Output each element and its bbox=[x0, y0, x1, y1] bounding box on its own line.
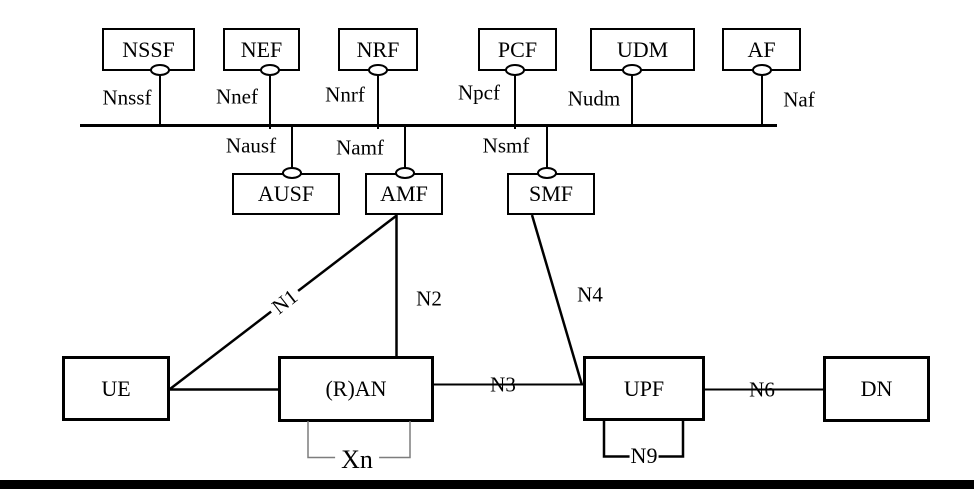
nf-label-pcf: PCF bbox=[497, 36, 538, 62]
node-label-ran: (R)AN bbox=[325, 376, 387, 401]
node-box-ran: (R)AN bbox=[278, 356, 434, 422]
node-label-upf: UPF bbox=[623, 375, 665, 401]
nf-box-af: AF bbox=[722, 28, 801, 71]
nf-label-af: AF bbox=[747, 36, 776, 62]
nf-label-nef: NEF bbox=[240, 36, 283, 62]
iface-label-nnrf: Nnrf bbox=[325, 82, 365, 107]
n4-link-line bbox=[530, 214, 584, 386]
nf-box-nef: NEF bbox=[223, 28, 300, 71]
nf-box-nrf: NRF bbox=[338, 28, 418, 71]
nf-label-smf: SMF bbox=[528, 181, 574, 206]
ref-label-n1: N1 bbox=[265, 283, 305, 321]
iface-label-nudm: Nudm bbox=[567, 86, 621, 111]
nf-box-ausf: AUSF bbox=[232, 173, 340, 215]
nf-box-amf: AMF bbox=[365, 173, 443, 215]
iface-label-namf: Namf bbox=[336, 135, 384, 160]
node-box-dn: DN bbox=[823, 356, 930, 422]
iface-label-npcf: Npcf bbox=[458, 80, 500, 105]
nf-label-ausf: AUSF bbox=[257, 181, 315, 206]
nf-label-amf: AMF bbox=[380, 181, 428, 206]
iface-label-nnssf: Nnssf bbox=[102, 85, 152, 110]
node-box-upf: UPF bbox=[583, 356, 705, 421]
ref-label-n2: N2 bbox=[416, 286, 442, 311]
iface-label-nsmf: Nsmf bbox=[482, 133, 530, 158]
ref-label-n3: N3 bbox=[490, 372, 516, 397]
ref-label-n6: N6 bbox=[749, 377, 775, 402]
ref-label-xn: Xn bbox=[335, 447, 379, 473]
node-box-ue: UE bbox=[62, 356, 170, 421]
node-label-ue: UE bbox=[101, 375, 131, 401]
ref-label-n4: N4 bbox=[577, 282, 603, 307]
nf-label-nssf: NSSF bbox=[122, 36, 175, 62]
iface-label-nausf: Nausf bbox=[225, 133, 277, 158]
ref-label-n9: N9 bbox=[629, 443, 659, 468]
iface-label-naf: Naf bbox=[783, 87, 815, 112]
nf-label-udm: UDM bbox=[616, 36, 669, 62]
footer-bar bbox=[0, 480, 974, 489]
nf-label-nrf: NRF bbox=[356, 36, 400, 62]
nf-box-nssf: NSSF bbox=[102, 28, 195, 71]
iface-label-nnef: Nnef bbox=[216, 84, 258, 109]
nf-box-udm: UDM bbox=[590, 28, 695, 71]
nf-box-smf: SMF bbox=[507, 173, 595, 215]
nf-box-pcf: PCF bbox=[478, 28, 557, 71]
node-label-dn: DN bbox=[860, 376, 893, 401]
